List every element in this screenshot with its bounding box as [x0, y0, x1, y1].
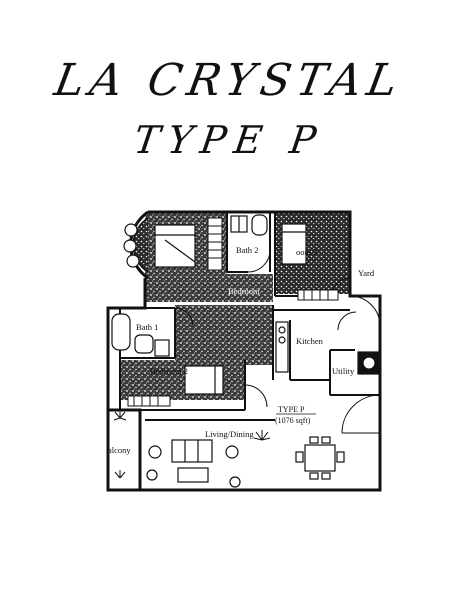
- label-utility: Utility: [332, 366, 355, 376]
- bedroom3-bed: [281, 223, 307, 265]
- type-label: TYPE P: [278, 405, 305, 414]
- interior-walls: [108, 212, 380, 421]
- label-balcony: alcony: [108, 445, 131, 455]
- label-living-dining: Living/Dining: [205, 429, 254, 439]
- label-yard: Yard: [358, 268, 375, 278]
- label-bath1: Bath 1: [136, 322, 158, 332]
- wardrobes: [127, 217, 339, 407]
- carpet-areas: [120, 212, 350, 400]
- bay-window: [123, 210, 149, 280]
- kitchen-fixtures: [275, 321, 381, 375]
- plant-icons: [113, 410, 271, 479]
- label-kitchen: Kitchen: [296, 336, 324, 346]
- bath2-fixtures: [230, 214, 268, 236]
- label-bedroom2: Bedroom 2: [150, 366, 188, 376]
- master-bed: [154, 224, 196, 268]
- living-furniture: [146, 439, 241, 488]
- dining-furniture: [295, 436, 345, 480]
- bath1-fixtures: [111, 313, 170, 357]
- bedroom2-bed: [184, 365, 224, 395]
- area-label: (1076 sqft): [275, 416, 311, 425]
- label-master-bedroom: Bedroom: [228, 286, 260, 296]
- label-bath2: Bath 2: [236, 245, 258, 255]
- label-bedroom3: oom 3: [296, 247, 318, 257]
